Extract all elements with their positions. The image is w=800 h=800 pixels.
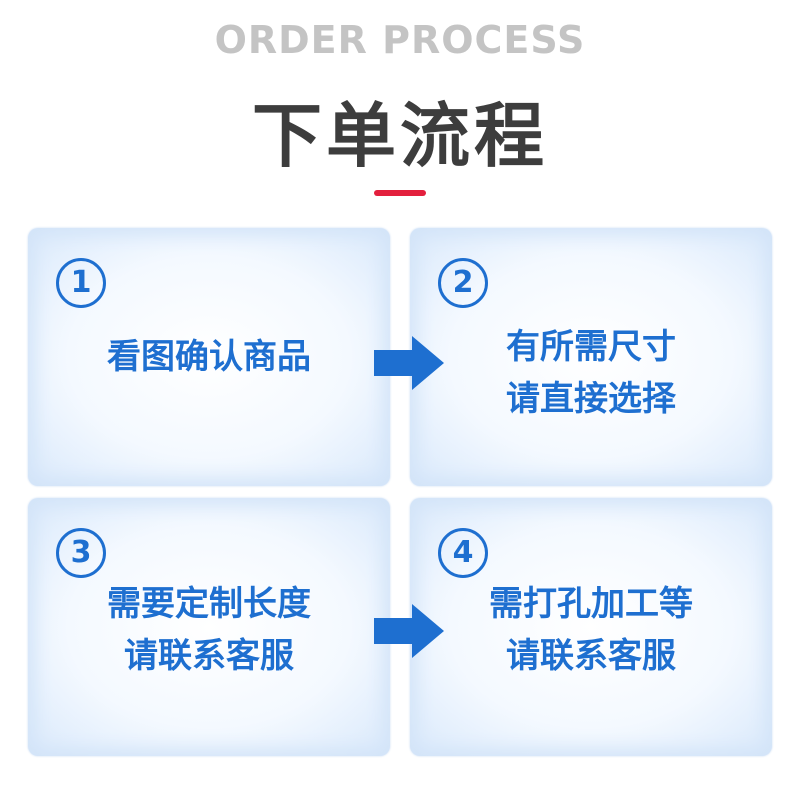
subtitle-en: ORDER PROCESS — [214, 18, 586, 62]
step-text-3: 需要定制长度 请联系客服 — [28, 578, 390, 682]
step-text-2: 有所需尺寸 请直接选择 — [410, 321, 772, 425]
step-1-line-1: 看图确认商品 — [107, 337, 311, 377]
step-number-2: 2 — [438, 258, 488, 308]
step-number-4: 4 — [438, 528, 488, 578]
page-title: 下单流程 — [252, 95, 548, 177]
step-card-1: 1 看图确认商品 — [28, 228, 390, 486]
step-number-1: 1 — [56, 258, 106, 308]
arrow-right-icon — [374, 336, 444, 390]
step-text-4: 需打孔加工等 请联系客服 — [410, 578, 772, 682]
arrow-right-icon — [374, 604, 444, 658]
step-card-3: 3 需要定制长度 请联系客服 — [28, 498, 390, 756]
step-4-line-1: 需打孔加工等 — [489, 584, 693, 624]
step-card-2: 2 有所需尺寸 请直接选择 — [410, 228, 772, 486]
step-2-line-2: 请直接选择 — [506, 379, 676, 419]
step-2-line-1: 有所需尺寸 — [506, 327, 676, 367]
title-accent-bar — [374, 190, 426, 196]
step-card-4: 4 需打孔加工等 请联系客服 — [410, 498, 772, 756]
step-number-3: 3 — [56, 528, 106, 578]
step-text-1: 看图确认商品 — [28, 331, 390, 383]
step-3-line-1: 需要定制长度 — [107, 584, 311, 624]
step-4-line-2: 请联系客服 — [506, 636, 676, 676]
step-3-line-2: 请联系客服 — [124, 636, 294, 676]
